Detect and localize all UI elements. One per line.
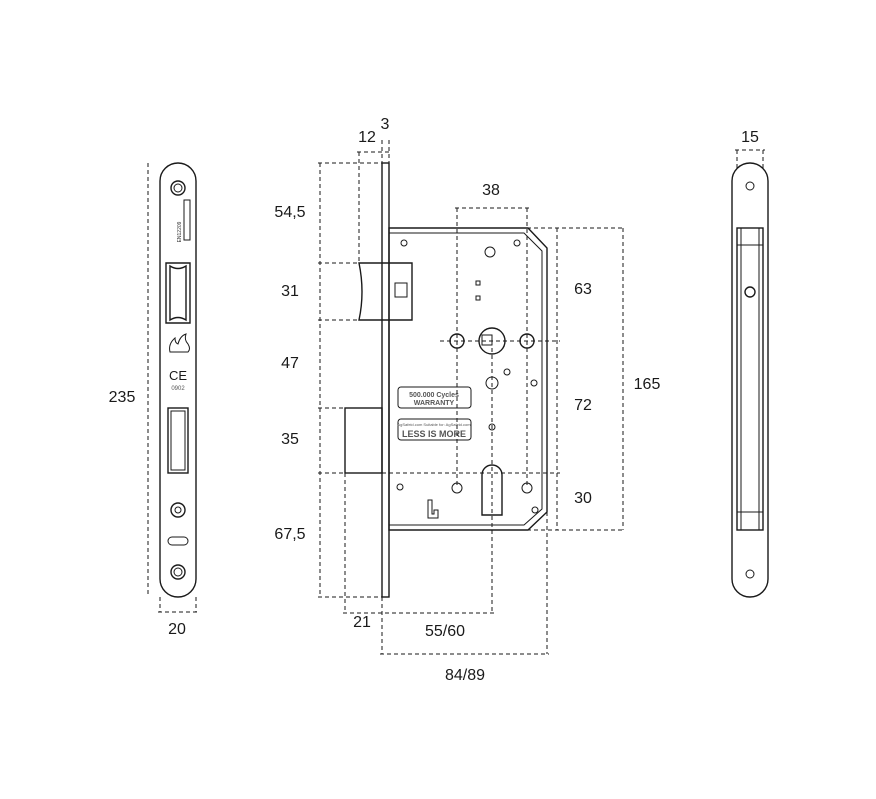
dim-72: 72 — [574, 397, 592, 414]
dim-55-60: 55/60 — [425, 623, 465, 640]
ce-number: 0902 — [171, 386, 185, 392]
dim-15: 15 — [741, 129, 759, 146]
dim-38: 38 — [482, 182, 500, 199]
dim-21: 21 — [353, 614, 371, 631]
dim-67-5: 67,5 — [274, 526, 305, 543]
dim-54-5: 54,5 — [274, 204, 305, 221]
dim-12: 12 — [358, 129, 376, 146]
width-dim: 20 — [168, 621, 186, 638]
edge-view: 15 — [731, 129, 769, 598]
dim-165: 165 — [634, 376, 661, 393]
brand-slogan: LESS IS MORE — [402, 429, 466, 439]
dim-30: 30 — [574, 490, 592, 507]
ce-mark: CE — [169, 368, 187, 383]
height-dim: 235 — [109, 389, 136, 406]
dim-31: 31 — [281, 283, 299, 300]
dim-84-89: 84/89 — [445, 667, 485, 684]
standard-mark: EN12209 — [177, 221, 183, 242]
dim-35: 35 — [281, 431, 299, 448]
front-faceplate: EN12209 CE 0902 235 20 — [109, 162, 198, 638]
dim-3: 3 — [381, 116, 390, 133]
dim-47: 47 — [281, 355, 299, 372]
brand-small: AgSafeid.com Suitable for: AgSafeid.com — [397, 422, 471, 427]
warranty-line2: WARRANTY — [414, 400, 455, 407]
warranty-line1: 500.000 Cycles — [409, 392, 459, 399]
dim-63: 63 — [574, 281, 592, 298]
lock-body-side: 500.000 Cycles WARRANTY AgSafeid.com Sui… — [274, 116, 660, 684]
